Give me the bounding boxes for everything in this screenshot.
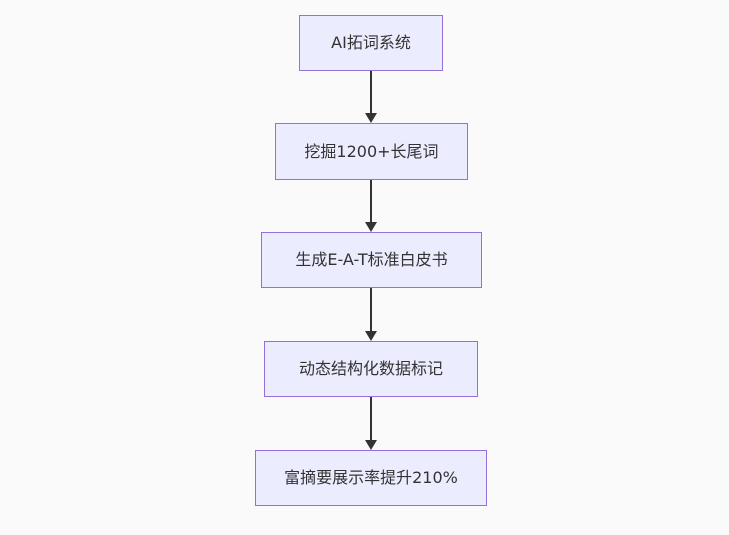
arrow-line: [370, 288, 372, 331]
flow-node-label: 挖掘1200+长尾词: [304, 141, 439, 161]
arrow-line: [370, 71, 372, 113]
flow-node-rich-snippet-result: 富摘要展示率提升210%: [255, 450, 487, 506]
arrowhead-down-icon: [365, 331, 377, 341]
flow-arrow-4: [365, 397, 377, 450]
flow-arrow-2: [365, 180, 377, 232]
flow-node-label: AI拓词系统: [331, 33, 411, 52]
flow-arrow-3: [365, 288, 377, 341]
flow-node-ai-keyword-system: AI拓词系统: [299, 15, 443, 71]
arrowhead-down-icon: [365, 440, 377, 450]
arrow-line: [370, 180, 372, 222]
flow-node-label: 生成E-A-T标准白皮书: [295, 250, 448, 269]
flow-node-eat-whitepaper: 生成E-A-T标准白皮书: [261, 232, 482, 288]
arrowhead-down-icon: [365, 113, 377, 123]
flow-node-label: 动态结构化数据标记: [298, 359, 443, 378]
arrow-line: [370, 397, 372, 440]
flow-node-structured-data-markup: 动态结构化数据标记: [264, 341, 478, 397]
flow-node-longtail-mining: 挖掘1200+长尾词: [275, 123, 468, 180]
flow-node-label: 富摘要展示率提升210%: [284, 468, 458, 487]
flow-arrow-1: [365, 71, 377, 123]
arrowhead-down-icon: [365, 222, 377, 232]
